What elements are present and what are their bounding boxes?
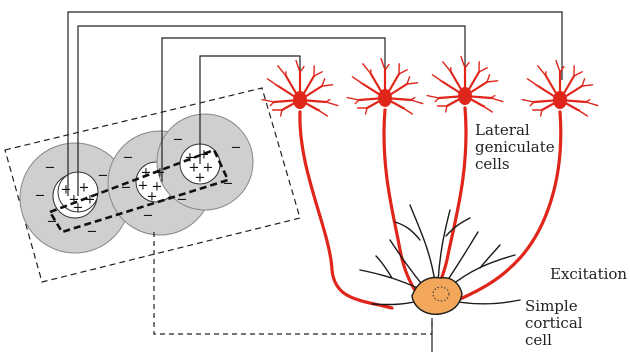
- lgn-soma: [378, 89, 392, 107]
- lgn-label-line1: Lateral: [475, 122, 555, 139]
- minus-sign: −: [87, 225, 98, 240]
- cortical-soma: [412, 278, 462, 315]
- plus-sign: +: [147, 190, 158, 205]
- lgn-soma: [293, 91, 307, 109]
- lgn-axon: [300, 112, 392, 308]
- minus-sign: −: [35, 189, 46, 204]
- minus-sign: −: [121, 181, 132, 196]
- lgn-cell-1: [262, 61, 392, 308]
- minus-sign: −: [45, 161, 56, 176]
- cortical-label-line2: cortical: [525, 315, 583, 332]
- cortical-neuron: [360, 205, 520, 314]
- lgn-axon: [384, 110, 418, 296]
- minus-sign: −: [98, 169, 109, 184]
- lgn-cell-2: [347, 59, 423, 296]
- cortical-dendrite: [446, 218, 470, 236]
- plus-sign: +: [195, 171, 206, 186]
- lgn-label-line2: geniculate: [475, 139, 555, 156]
- minus-sign: −: [177, 193, 188, 208]
- lgn-label: Lateral geniculate cells: [475, 122, 555, 173]
- lgn-axon: [438, 108, 466, 290]
- lgn-neurons: [262, 57, 598, 308]
- wire-cortical-dashed: [154, 232, 432, 334]
- lgn-soma: [553, 91, 567, 109]
- lgn-soma: [458, 87, 472, 105]
- cortical-label-line1: Simple: [525, 298, 583, 315]
- minus-sign: −: [123, 151, 134, 166]
- cortical-label-line3: cell: [525, 332, 583, 349]
- lgn-label-line3: cells: [475, 156, 555, 173]
- cortical-label: Simple cortical cell: [525, 298, 583, 349]
- minus-sign: −: [231, 141, 242, 156]
- cortical-dendrite: [480, 245, 500, 268]
- cortical-dendrite: [410, 205, 435, 282]
- minus-sign: −: [143, 209, 154, 224]
- minus-sign: −: [223, 177, 234, 192]
- minus-sign: −: [47, 215, 58, 230]
- excitation-label: Excitation: [550, 266, 627, 283]
- plus-sign: +: [155, 166, 166, 181]
- minus-sign: −: [173, 133, 184, 148]
- plus-sign: +: [73, 201, 84, 216]
- cortical-dendrite: [390, 240, 425, 288]
- plus-sign: +: [85, 193, 96, 208]
